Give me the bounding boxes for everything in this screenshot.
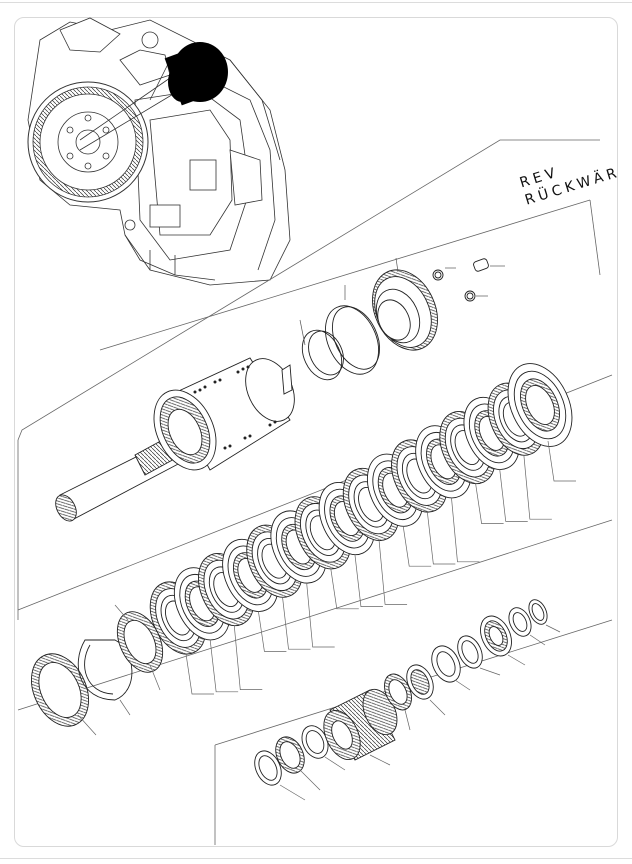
direction-label-group: REV RÜCKWÄR (518, 162, 622, 208)
o-ring (464, 290, 476, 302)
snap-ring (301, 329, 343, 381)
washer (431, 645, 461, 683)
washer (508, 607, 532, 637)
callout-leader (209, 639, 239, 693)
callout-leader (233, 625, 263, 690)
shaft-spline-end (55, 494, 77, 522)
callout-leader (306, 582, 335, 648)
o-ring (432, 269, 444, 281)
upper-parts (301, 258, 489, 381)
snap-ring (528, 599, 548, 625)
callout-leader (451, 497, 480, 563)
callout-leader (402, 526, 432, 567)
callout-leader (475, 483, 504, 524)
lower-gear-train (254, 599, 548, 786)
callout-leader (426, 511, 456, 565)
friction-plate (270, 510, 327, 584)
plate-callouts (185, 440, 576, 695)
clutch-plate-stack (149, 363, 573, 655)
lower-gear-callouts (279, 624, 561, 801)
callout-leader (258, 611, 287, 652)
callout-leader (547, 440, 576, 482)
washer (457, 635, 483, 669)
bottom-border (0, 858, 632, 859)
callout-leader (330, 568, 359, 610)
callout-leader (378, 540, 408, 605)
upper-callouts (299, 257, 505, 346)
washer (254, 750, 282, 786)
highlighted-clutch-location (79, 42, 228, 151)
lower-left-callouts (77, 604, 161, 736)
clutch-shaft-assembly (55, 357, 295, 522)
top-border (0, 2, 632, 3)
drawing-frame (14, 17, 618, 847)
callout-leader (185, 653, 214, 695)
snap-ring (325, 305, 379, 375)
callout-leader (282, 597, 311, 650)
callout-leader (499, 469, 528, 522)
callout-leader (354, 554, 383, 607)
lower-left-parts (31, 611, 164, 727)
transmission-housing (27, 17, 291, 286)
friction-plate (507, 363, 573, 447)
callout-leader (523, 455, 552, 520)
pin (473, 258, 489, 272)
